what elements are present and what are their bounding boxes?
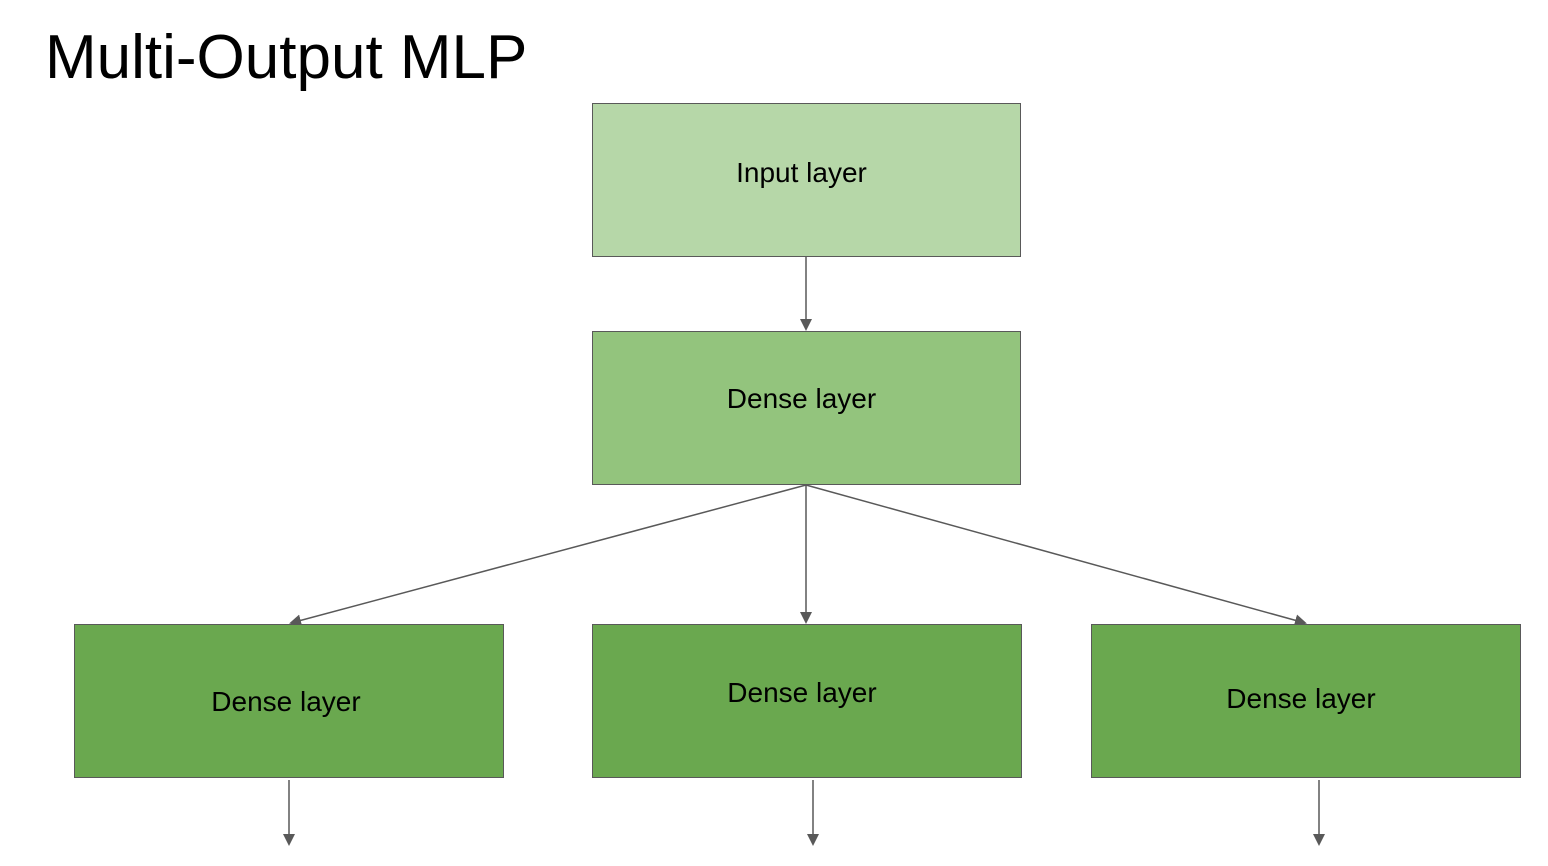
- dense-layer-right-label: Dense layer: [1226, 683, 1376, 714]
- dense-layer-main-node: Dense layer: [592, 331, 1021, 485]
- dense-layer-center-label: Dense layer: [727, 677, 877, 708]
- dense-layer-left-label: Dense layer: [211, 686, 361, 717]
- dense-layer-main-label: Dense layer: [726, 383, 877, 414]
- input-layer-label: Input layer: [736, 157, 867, 188]
- edge-dense-main-to-dense-left: [289, 484, 807, 627]
- dense-layer-right-node: Dense layer: [1091, 624, 1521, 778]
- input-layer-node: Input layer: [592, 103, 1021, 257]
- diagram-title: Multi-Output MLP: [45, 23, 528, 92]
- dense-layer-left-node: Dense layer: [74, 624, 504, 778]
- edge-dense-main-to-dense-right: [805, 484, 1307, 627]
- dense-layer-center-node: Dense layer: [592, 624, 1022, 778]
